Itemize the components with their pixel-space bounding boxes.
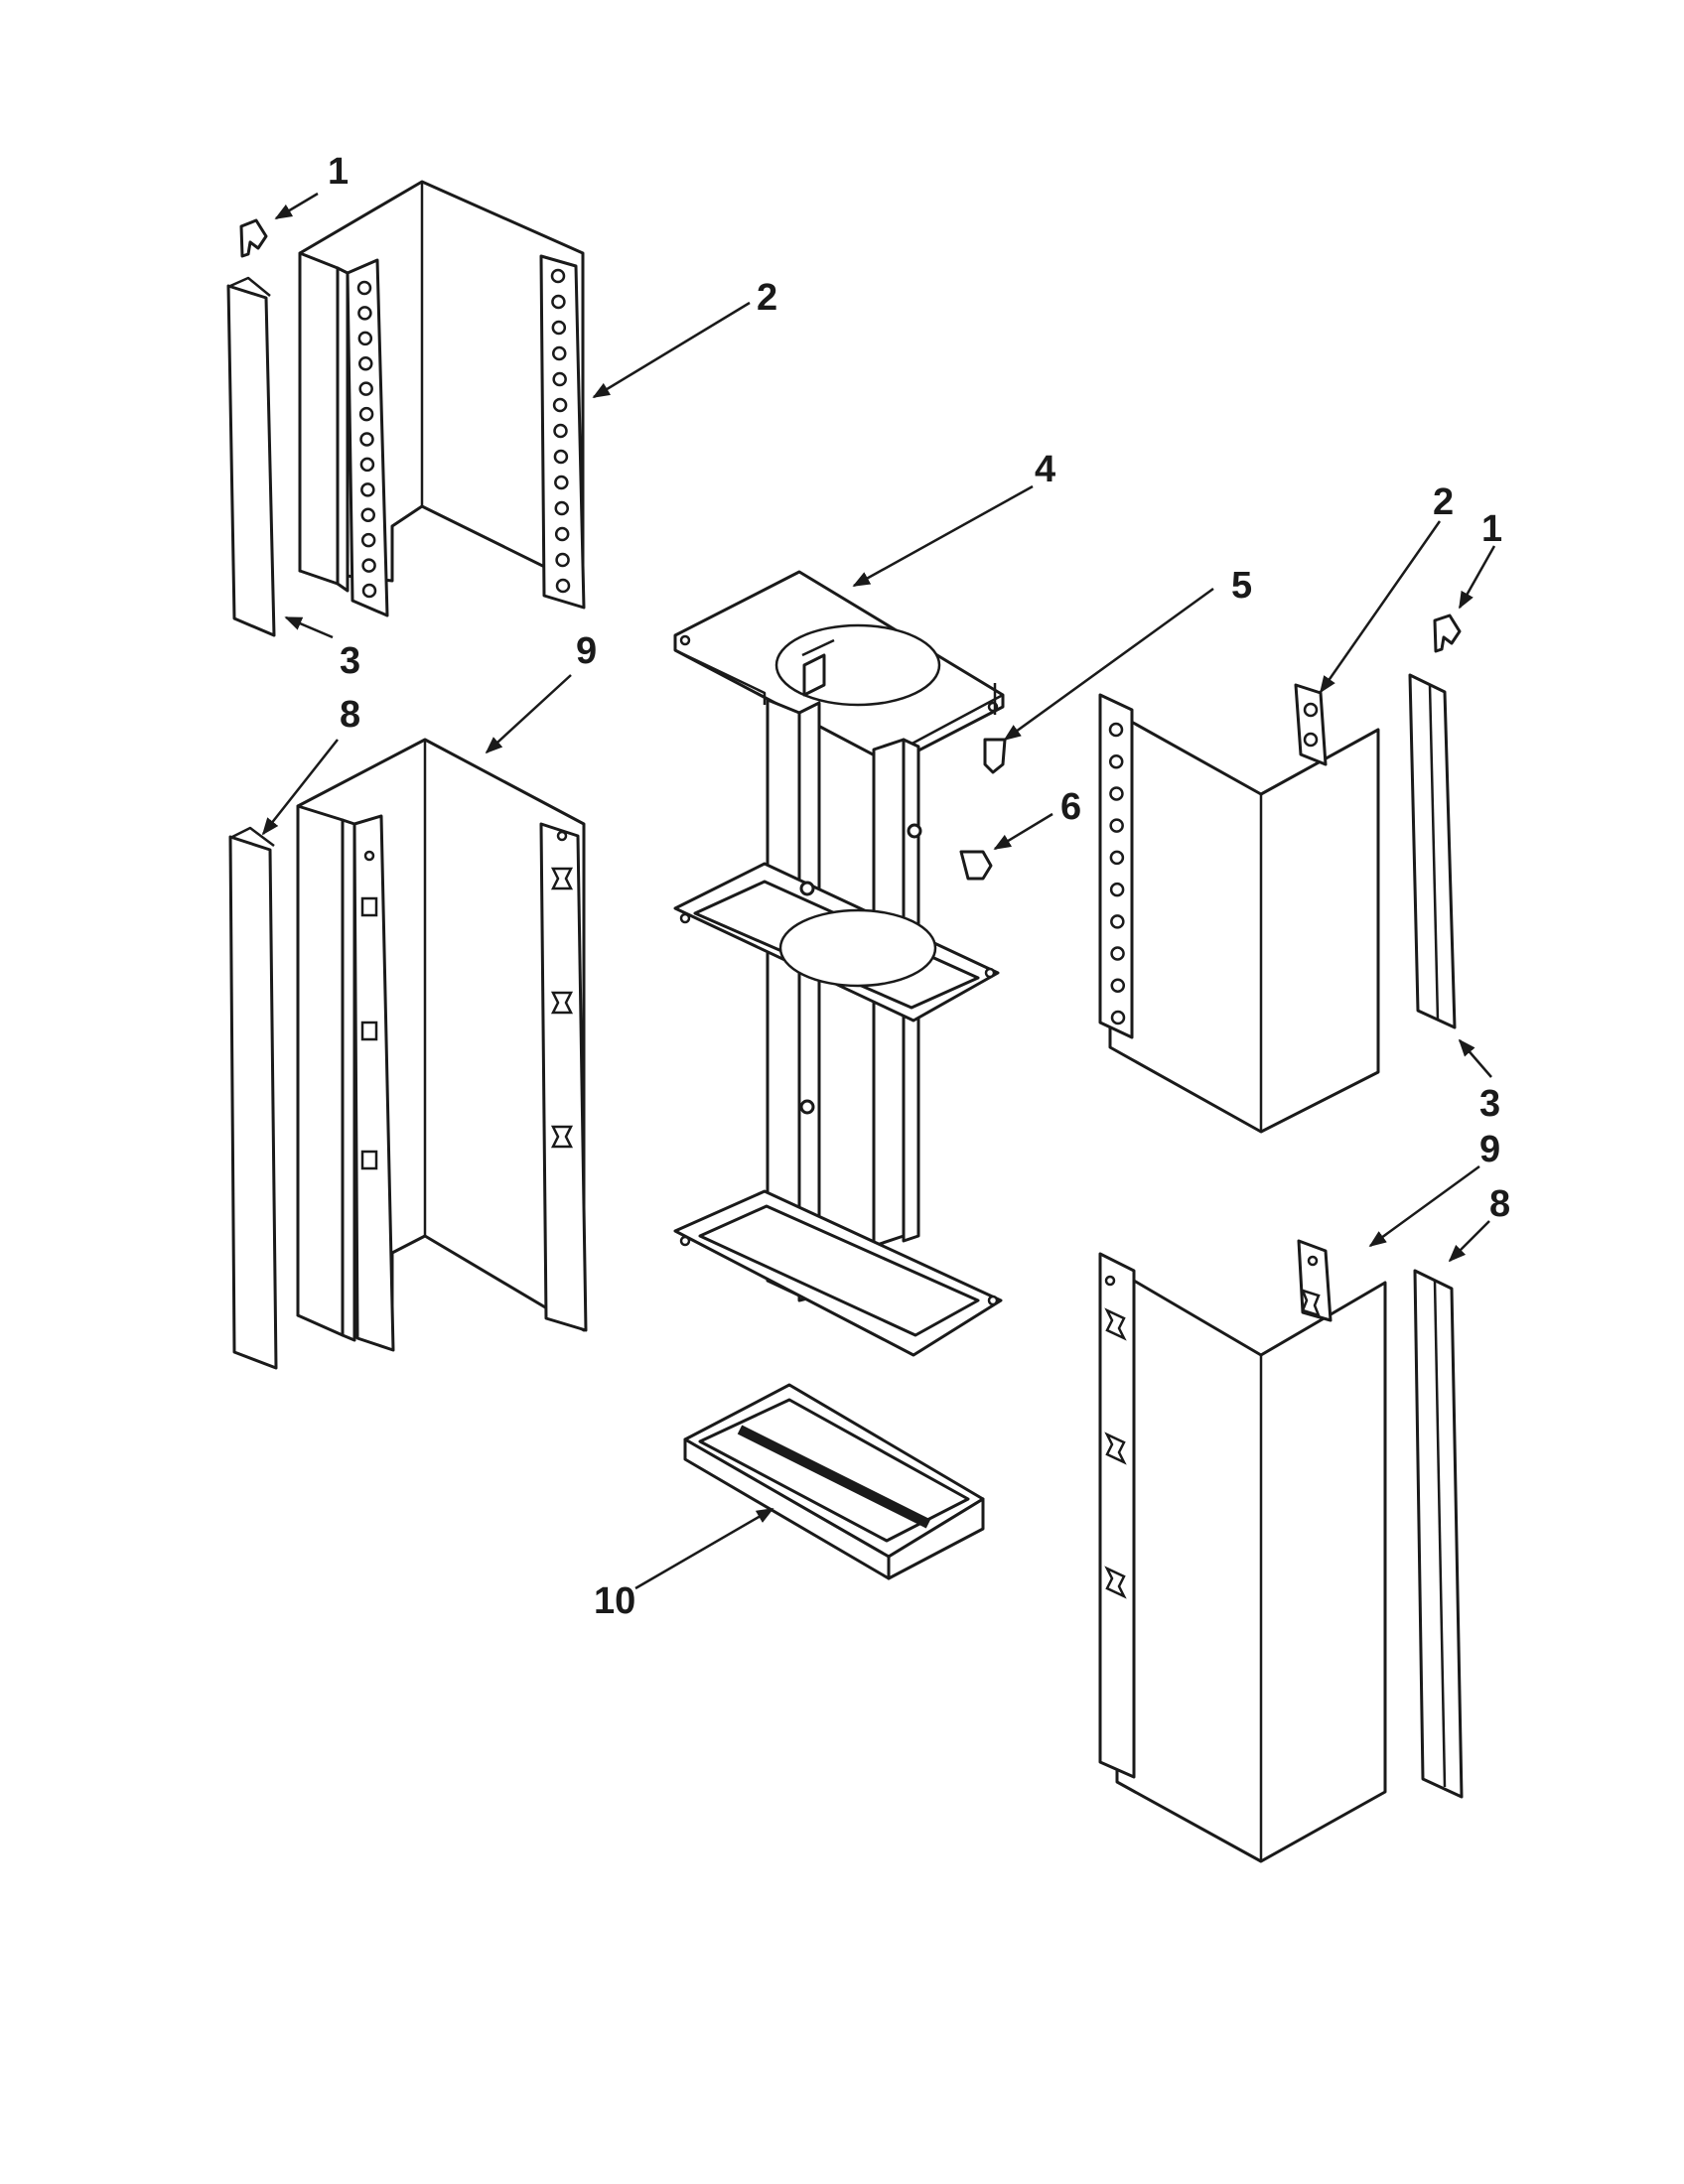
mounting-hole	[358, 381, 373, 396]
mounting-hole	[361, 558, 376, 573]
mounting-hole	[360, 507, 375, 522]
clip-right	[1433, 614, 1462, 653]
clip-left	[239, 218, 268, 258]
mounting-hole	[554, 500, 569, 516]
mounting-hole	[552, 397, 568, 413]
callout-3-left: 3	[340, 640, 360, 682]
upper-chimney-cover-left	[298, 180, 586, 617]
lower-chimney-cover-left	[296, 738, 588, 1352]
mounting-hole	[554, 526, 570, 542]
mounting-hole	[1109, 818, 1124, 833]
mounting-hole	[358, 356, 373, 371]
screw-5	[983, 683, 1007, 774]
lower-chimney-cover-right	[1098, 1239, 1387, 1863]
mounting-hole	[360, 532, 376, 548]
callout-5: 5	[1231, 565, 1252, 607]
mounting-hole	[360, 482, 375, 497]
mounting-hole	[359, 432, 374, 447]
callout-1-right: 1	[1481, 508, 1502, 550]
leader-lines	[261, 192, 1496, 1590]
callout-10: 10	[594, 1580, 635, 1622]
upper-trim-strip-left	[226, 276, 276, 637]
mounting-hole	[1109, 786, 1124, 801]
mounting-hole	[555, 552, 570, 568]
mounting-hole	[356, 280, 372, 296]
mounting-hole	[1110, 1010, 1126, 1025]
upper-chimney-cover-right	[1098, 683, 1380, 1134]
upper-trim-strip-right	[1408, 673, 1457, 1029]
callout-1-left: 1	[328, 151, 349, 193]
mounting-hole	[1109, 882, 1125, 897]
mounting-hole	[359, 457, 375, 473]
callout-8-left: 8	[340, 694, 360, 736]
support-frame	[673, 570, 1005, 1357]
mounting-hole	[1110, 946, 1125, 961]
mounting-hole	[553, 423, 568, 439]
callout-labels: 1 2 3 4 5 6 8 9 10 2 1 3 9 8	[328, 151, 1510, 1622]
lower-trim-strip-left	[228, 826, 278, 1370]
mounting-hole	[552, 345, 567, 361]
callout-9-left: 9	[576, 630, 597, 672]
lower-trim-strip-right	[1413, 1269, 1464, 1799]
callout-9-right: 9	[1479, 1129, 1500, 1170]
mounting-hole	[551, 320, 567, 336]
screw-6	[959, 850, 993, 881]
mounting-hole	[552, 371, 567, 387]
mounting-hole	[1110, 978, 1126, 994]
callout-4: 4	[1035, 449, 1055, 490]
mounting-hole	[551, 294, 566, 310]
mounting-hole	[1110, 914, 1125, 929]
mounting-hole	[361, 583, 377, 599]
callout-8-right: 8	[1489, 1183, 1510, 1225]
mounting-hole	[1108, 722, 1124, 738]
mounting-hole	[1108, 753, 1124, 769]
mounting-hole	[357, 306, 372, 321]
mounting-hole	[358, 406, 374, 422]
callout-6: 6	[1060, 786, 1081, 828]
mounting-hole	[357, 331, 373, 346]
mounting-hole	[1109, 850, 1125, 866]
callout-2-right: 2	[1433, 481, 1454, 523]
charcoal-filter-tray	[683, 1383, 985, 1580]
mounting-hole	[555, 578, 571, 594]
callout-3-right: 3	[1479, 1083, 1500, 1125]
callout-2-left: 2	[757, 277, 777, 319]
mounting-hole	[550, 268, 566, 284]
mounting-hole	[553, 449, 569, 465]
mounting-hole	[554, 475, 569, 490]
